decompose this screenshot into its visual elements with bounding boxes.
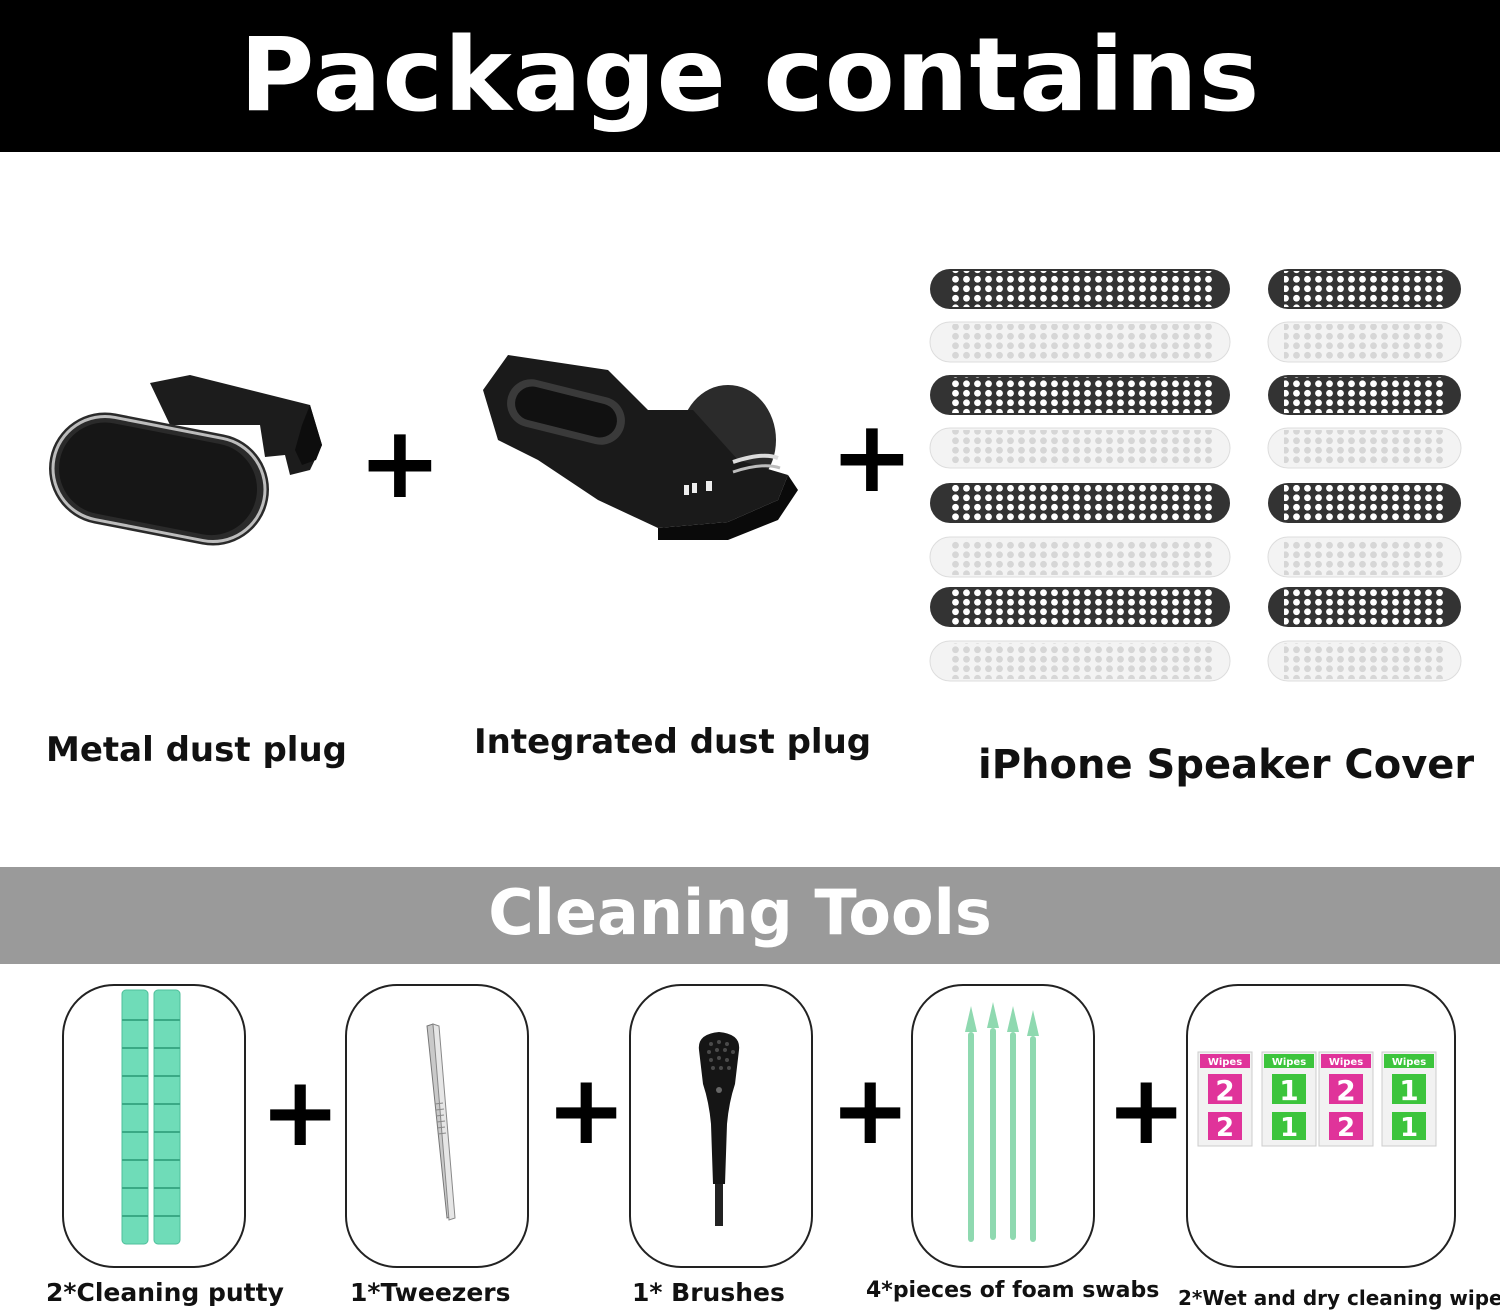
integrated-dust-plug-icon: [483, 355, 798, 540]
tool-card-cleaning-putty: [62, 984, 246, 1268]
wipe-brand: Wipes: [1208, 1057, 1242, 1068]
wipe-number: 1: [1399, 1074, 1418, 1107]
wipe-brand: Wipes: [1329, 1057, 1363, 1068]
plus-sign: +: [830, 1054, 911, 1166]
wipe-number: 2: [1216, 1113, 1234, 1143]
wipe-number: 1: [1400, 1113, 1418, 1143]
section-title: Cleaning Tools: [488, 876, 992, 949]
product-label-speaker-cover: iPhone Speaker Cover: [978, 742, 1475, 788]
wipe-number: 2: [1336, 1074, 1355, 1107]
tool-card-wipes: Wipes Wipes Wipes Wipes 2 1 2 1 2 1 2 1: [1186, 984, 1456, 1268]
plus-sign: +: [830, 398, 914, 515]
wipe-brand: Wipes: [1272, 1057, 1306, 1068]
plus-sign: +: [260, 1056, 341, 1168]
tool-label-wipes: 2*Wet and dry cleaning wipe: [1178, 1286, 1500, 1310]
wipe-brand: Wipes: [1392, 1057, 1426, 1068]
tool-label-foam-swabs: 4*pieces of foam swabs: [866, 1278, 1160, 1303]
foam-swabs-icon: [965, 1002, 1039, 1242]
wipe-number: 1: [1279, 1074, 1298, 1107]
brush-icon: [698, 1032, 740, 1226]
wipes-icon: Wipes Wipes Wipes Wipes 2 1 2 1 2 1 2 1: [1197, 1051, 1437, 1147]
tool-card-foam-swabs: [911, 984, 1095, 1268]
tweezers-icon: [426, 1023, 456, 1221]
speaker-cover-mesh-icon: [929, 269, 1462, 682]
metal-dust-plug-icon: [49, 375, 322, 546]
tool-label-brushes: 1* Brushes: [632, 1278, 785, 1307]
section-bar: [0, 867, 1500, 964]
product-label-integrated-dust-plug: Integrated dust plug: [474, 722, 872, 762]
cleaning-putty-icon: [121, 989, 181, 1245]
wipe-number: 2: [1337, 1113, 1355, 1143]
plus-sign: +: [1106, 1054, 1187, 1166]
tool-label-cleaning-putty: 2*Cleaning putty: [46, 1278, 284, 1307]
wipe-number: 2: [1215, 1074, 1234, 1107]
tool-card-tweezers: [345, 984, 529, 1268]
tool-label-tweezers: 1*Tweezers: [350, 1278, 511, 1307]
header-bar: [0, 0, 1500, 152]
plus-sign: +: [358, 404, 442, 521]
tool-card-brush: [629, 984, 813, 1268]
product-label-metal-dust-plug: Metal dust plug: [46, 730, 347, 770]
plus-sign: +: [546, 1054, 627, 1166]
page-title: Package contains: [239, 16, 1261, 135]
wipe-number: 1: [1280, 1113, 1298, 1143]
